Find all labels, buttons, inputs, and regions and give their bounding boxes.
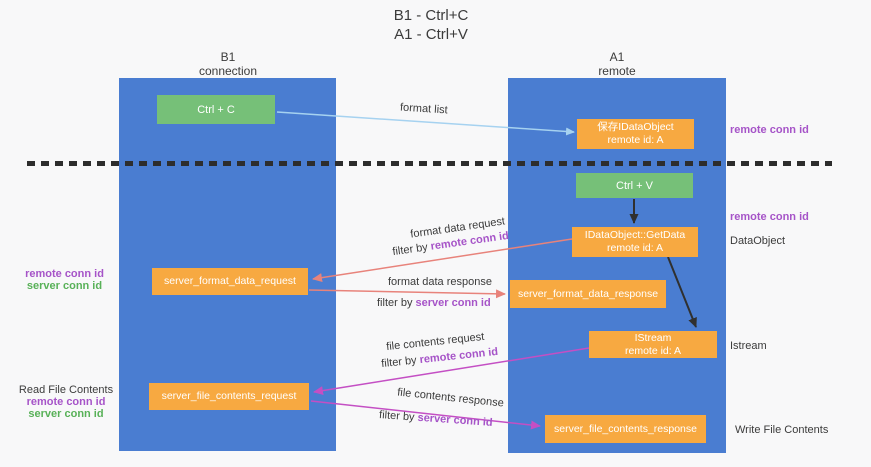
node-save-idataobject-line1: 保存IDataObject [597, 121, 674, 133]
node-ctrl-v: Ctrl + V [576, 173, 693, 198]
lane-a1-name: A1 [609, 50, 625, 64]
node-server-format-data-response: server_format_data_response [510, 280, 666, 308]
edge-label-format-data-response-filter: filter by server conn id [377, 297, 491, 309]
annotation-istream: Istream [730, 340, 767, 352]
annotation-left-server-conn-id: server conn id [26, 280, 103, 292]
edge-label-format-list: format list [399, 101, 449, 117]
remote-conn-id-text: remote conn id [418, 345, 499, 367]
node-istream-line1: IStream [634, 331, 672, 344]
lane-a1-role: remote [598, 64, 636, 78]
node-istream: IStream remote id: A [589, 331, 717, 358]
lane-header-b1: B1 connection [158, 50, 298, 78]
annotation-write-file-contents: Write File Contents [735, 424, 829, 436]
annotation-remote-conn-id-top: remote conn id [730, 124, 809, 136]
title-line-1: B1 - Ctrl+C [393, 7, 469, 24]
filter-by-text: filter by [378, 409, 418, 424]
diagram-title: B1 - Ctrl+C A1 - Ctrl+V [0, 6, 862, 44]
annotation-read-file-contents: Read File Contents [18, 384, 114, 396]
annotation-dataobject: DataObject [730, 235, 786, 247]
filter-by-text: filter by [380, 354, 421, 371]
node-getdata-line1: IDataObject::GetData [584, 229, 686, 241]
filter-by-text: filter by [377, 297, 416, 309]
node-server-file-contents-request: server_file_contents_request [149, 383, 309, 410]
annotation-left-conn-ids: remote conn id server conn id [14, 268, 115, 292]
node-server-format-data-request: server_format_data_request [152, 268, 308, 295]
node-ctrl-v-label: Ctrl + V [616, 179, 653, 192]
edge-label-format-data-response: format data response [388, 276, 492, 288]
node-getdata-line2: remote id: A [606, 242, 664, 254]
arrow-format-data-response [308, 289, 506, 299]
edge-label-file-contents-response-filter: filter by server conn id [379, 409, 493, 429]
node-ctrl-c: Ctrl + C [157, 95, 275, 124]
lane-b1-name: B1 [220, 50, 236, 64]
node-ctrl-c-label: Ctrl + C [197, 103, 235, 116]
annotation-left-remote-conn-id: remote conn id [25, 268, 104, 280]
node-server-file-contents-response-label: server_file_contents_response [553, 422, 697, 435]
node-save-idataobject: 保存IDataObject remote id: A [577, 119, 694, 149]
lane-header-a1: A1 remote [547, 50, 687, 78]
server-conn-id-text: server conn id [415, 297, 491, 309]
node-istream-line2: remote id: A [624, 344, 682, 357]
annotation-left2-server-conn-id: server conn id [28, 408, 104, 420]
annotation-left2-remote-conn-id: remote conn id [26, 396, 106, 408]
server-conn-id-text: server conn id [417, 411, 493, 429]
node-server-format-data-response-label: server_format_data_response [517, 287, 659, 300]
phase-separator-dashed-line [27, 161, 832, 166]
title-line-2: A1 - Ctrl+V [394, 26, 468, 43]
annotation-remote-conn-id-mid: remote conn id [730, 211, 809, 223]
lane-b1-role: connection [198, 64, 258, 78]
edge-label-file-contents-response: file contents response [396, 386, 505, 410]
annotation-read-file-contents-group: Read File Contents remote conn id server… [14, 384, 118, 420]
node-save-idataobject-line2: remote id: A [607, 134, 664, 146]
filter-by-text: filter by [391, 240, 432, 259]
node-idataobject-getdata: IDataObject::GetData remote id: A [572, 227, 698, 257]
node-server-file-contents-request-label: server_file_contents_request [161, 390, 297, 402]
node-server-file-contents-response: server_file_contents_response [545, 415, 706, 443]
node-server-format-data-request-label: server_format_data_request [164, 275, 296, 287]
